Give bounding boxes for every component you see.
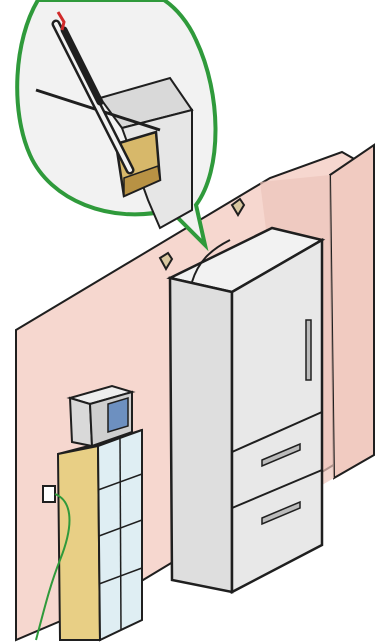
fridge-front [170,278,232,592]
right-wall [330,145,374,478]
cabinet-divider [120,438,121,630]
fridge-handle [306,320,311,380]
fridge-side [232,240,322,592]
magnified-callout [17,0,215,245]
cabinet-front [58,446,100,640]
tv-screen [108,398,128,432]
refrigerator [170,228,322,592]
display-cabinet [58,430,142,640]
wall-outlet-icon [43,486,55,502]
tv-front [70,398,92,446]
